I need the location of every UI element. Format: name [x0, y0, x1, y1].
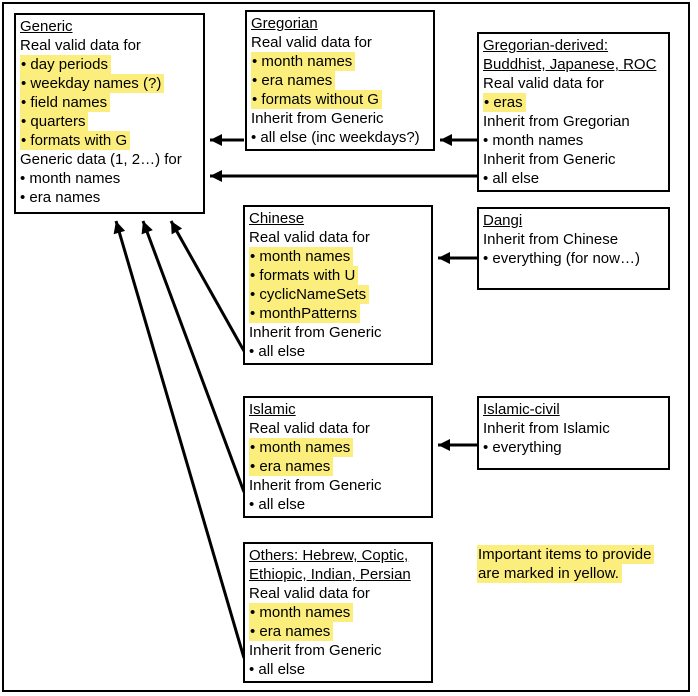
text-line: Real valid data for — [249, 229, 370, 246]
text-line: • quarters — [20, 112, 199, 131]
text-line: • formats without G — [251, 90, 429, 109]
text-line: • all else — [483, 170, 540, 187]
outer-border — [2, 2, 690, 692]
text-line: • month names — [249, 247, 427, 266]
highlighted-text: • month names — [249, 603, 354, 622]
highlighted-text: • cyclicNameSets — [249, 285, 370, 304]
text-line: • cyclicNameSets — [249, 285, 427, 304]
text-line: • everything (for now…) — [483, 250, 640, 267]
text-line: Gregorian — [251, 15, 318, 32]
text-line: Real valid data for — [251, 34, 372, 51]
text-line: Inherit from Generic — [249, 324, 382, 341]
text-line: Others: Hebrew, Coptic, — [249, 547, 409, 564]
text-line: • month names — [251, 52, 429, 71]
text-line: Islamic — [249, 401, 296, 418]
text-line: Inherit from Generic — [249, 642, 382, 659]
text-line: • era names — [20, 189, 101, 206]
highlighted-text: • monthPatterns — [249, 304, 360, 323]
highlighted-text: • month names — [251, 52, 356, 71]
text-line: • all else (inc weekdays?) — [251, 129, 420, 146]
text-line: • weekday names (?) — [20, 74, 199, 93]
text-line: Real valid data for — [249, 585, 370, 602]
text-line: Inherit from Gregorian — [483, 113, 630, 130]
text-line: Ethiopic, Indian, Persian — [249, 566, 411, 583]
text-line: are marked in yellow. — [477, 564, 692, 583]
box-gregorian-derived: Gregorian-derived: Buddhist, Japanese, RO… — [477, 32, 670, 192]
text-line: Islamic-civil — [483, 401, 560, 418]
highlighted-text: are marked in yellow. — [477, 564, 622, 583]
highlighted-text: • month names — [249, 438, 354, 457]
highlighted-text: • weekday names (?) — [20, 74, 165, 93]
text-line: • field names — [20, 93, 199, 112]
highlighted-text: • month names — [249, 247, 354, 266]
text-line: Inherit from Generic — [251, 110, 384, 127]
text-line: • era names — [251, 71, 429, 90]
text-line: Real valid data for — [483, 75, 604, 92]
text-line: • month names — [483, 132, 584, 149]
highlighted-text: • formats without G — [251, 90, 382, 109]
highlighted-text: Important items to provide — [477, 545, 655, 564]
highlighted-text: • formats with G — [20, 131, 131, 150]
text-line: • month names — [249, 603, 427, 622]
text-line: Buddhist, Japanese, ROC — [483, 56, 657, 73]
text-line: Generic data (1, 2…) for — [20, 151, 182, 168]
highlighted-text: • field names — [20, 93, 111, 112]
text-line: • monthPatterns — [249, 304, 427, 323]
text-line: • all else — [249, 661, 306, 678]
text-line: • all else — [249, 496, 306, 513]
text-line: • month names — [249, 438, 427, 457]
box-others: Others: Hebrew, Coptic, Ethiopic, Indian,… — [243, 542, 433, 683]
text-line: Inherit from Generic — [483, 151, 616, 168]
text-line: • formats with G — [20, 131, 199, 150]
text-line: Gregorian-derived: — [483, 37, 609, 54]
highlighted-text: • era names — [249, 457, 334, 476]
text-line: Dangi — [483, 212, 523, 229]
text-line: Generic — [20, 18, 73, 35]
text-line: • era names — [249, 457, 427, 476]
highlighted-text: • eras — [483, 93, 526, 112]
text-line: Important items to provide — [477, 545, 692, 564]
text-line: Inherit from Islamic — [483, 420, 610, 437]
text-line: Real valid data for — [249, 420, 370, 437]
text-line: Chinese — [249, 210, 305, 227]
highlighted-text: • quarters — [20, 112, 89, 131]
text-line: Inherit from Generic — [249, 477, 382, 494]
text-line: Inherit from Chinese — [483, 231, 619, 248]
highlighted-text: • era names — [251, 71, 336, 90]
text-line: • eras — [483, 93, 664, 112]
highlighted-text: • era names — [249, 622, 334, 641]
text-line: • era names — [249, 622, 427, 641]
text-line: • month names — [20, 170, 121, 187]
highlighted-text: • day periods — [20, 55, 111, 74]
text-line: • day periods — [20, 55, 199, 74]
text-line: Real valid data for — [20, 37, 141, 54]
text-line: • formats with U — [249, 266, 427, 285]
text-line: • everything — [483, 439, 562, 456]
text-line: • all else — [249, 343, 306, 360]
highlighted-text: • formats with U — [249, 266, 359, 285]
